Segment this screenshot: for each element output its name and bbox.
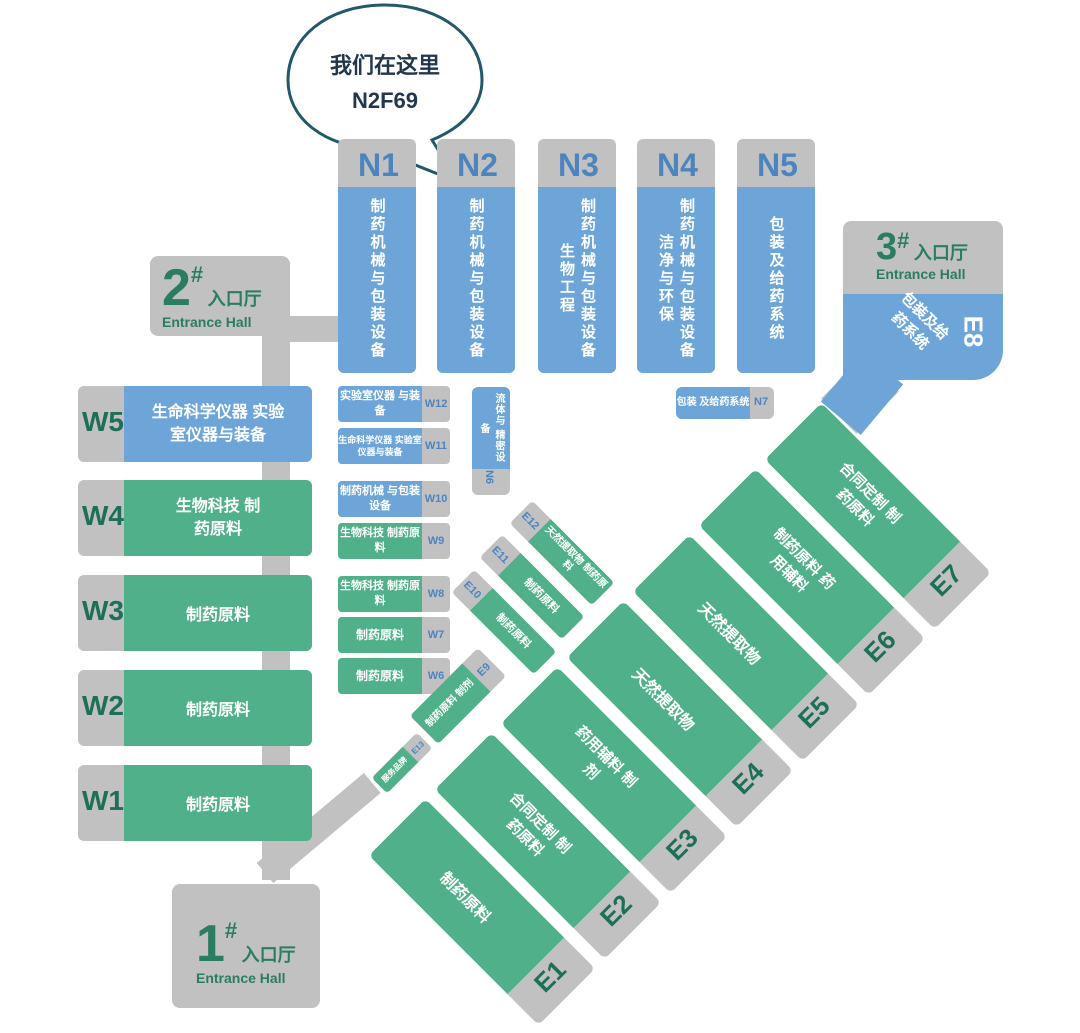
hall-w5[interactable]: W5 生命科学仪器 实验室仪器与装备 — [78, 386, 312, 462]
hall-n6-label: 流体与 精密设备 — [478, 393, 504, 463]
hall-w5-label: 生命科学仪器 实验室仪器与装备 — [151, 403, 285, 444]
hall-w7-tag: W7 — [427, 629, 445, 641]
hall-n1-label: 制药机械与包装设备 — [368, 198, 386, 360]
hall-w12[interactable]: 实验室仪器 与装备 W12 — [338, 386, 450, 422]
hall-w1-tag: W1 — [82, 785, 124, 816]
hall-w3[interactable]: W3 制药原料 — [78, 575, 312, 651]
hall-n1-tag: N1 — [358, 147, 399, 183]
hall-w9[interactable]: 生物科技 制药原料 W9 — [338, 523, 450, 559]
hall-n6[interactable]: 流体与 精密设备 N6 — [472, 387, 510, 495]
hall-w1-label: 制药原料 — [185, 797, 250, 814]
hall-w7[interactable]: 制药原料 W7 — [338, 617, 450, 653]
bubble-line-1: 我们在这里 — [329, 53, 440, 78]
hall-n3-label: 制药机械与包装设备 生物工程 — [558, 198, 596, 360]
hall-n4-tag: N4 — [657, 147, 698, 183]
bubble-line-2: N2F69 — [351, 88, 419, 113]
hall-n4[interactable]: N4 制药机械与包装设备 洁净与环保 — [637, 139, 715, 373]
hall-n7-label: 包装 及给药系统 — [676, 397, 750, 408]
hall-w3-tag: W3 — [82, 595, 124, 626]
hall-n7-tag: N7 — [754, 396, 769, 408]
hall-n5-tag: N5 — [757, 147, 798, 183]
entrance-hall-2: 2# 入口厅 Entrance Hall — [162, 259, 262, 330]
hall-n2[interactable]: N2 制药机械与包装设备 — [437, 139, 515, 373]
hall-w2[interactable]: W2 制药原料 — [78, 670, 312, 746]
hall-w8-tag: W8 — [427, 588, 445, 600]
hall-n2-label: 制药机械与包装设备 — [467, 198, 485, 360]
hall-e13[interactable]: 服务品牌 E13 — [371, 732, 433, 794]
hall-w8-label: 生物科技 制药原料 — [338, 576, 422, 612]
hall-w1[interactable]: W1 制药原料 — [78, 765, 312, 841]
hall-n5[interactable]: N5 包装及给药系统 — [737, 139, 815, 373]
hall-w3-label: 制药原料 — [185, 607, 250, 624]
hall-n3[interactable]: N3 制药机械与包装设备 生物工程 — [538, 139, 616, 373]
hall-w6-label: 制药原料 — [338, 658, 422, 694]
hall-w12-tag: W12 — [424, 398, 448, 410]
hall-w4[interactable]: W4 生物科技 制药原料 — [78, 480, 312, 556]
hall-n6-tag: N6 — [483, 469, 496, 485]
hall-w10-tag: W10 — [424, 493, 448, 505]
hall-w11[interactable]: 生命科学仪器 实验室仪器与装备 W11 — [338, 428, 450, 464]
hall-w11-tag: W11 — [424, 440, 447, 452]
hall-n5-label: 包装及给药系统 — [767, 216, 785, 342]
hall-w5-tag: W5 — [82, 406, 124, 437]
hall-w6[interactable]: 制药原料 W6 — [338, 658, 450, 694]
entrance-hall-2-block — [150, 256, 290, 336]
entrance-hall-1-block — [172, 884, 320, 1008]
hall-n4-label: 制药机械与包装设备 洁净与环保 — [657, 198, 695, 360]
hall-w11-label: 生命科学仪器 实验室仪器与装备 — [338, 428, 422, 464]
hall-w12-label: 实验室仪器 与装备 — [338, 386, 422, 422]
hall-w10-label: 制药机械 与包装设备 — [338, 481, 422, 517]
entrance-hall-3: 3# 入口厅 Entrance Hall — [876, 226, 968, 282]
entrance-hall-1: 1# 入口厅 Entrance Hall — [196, 915, 296, 986]
hall-w10[interactable]: 制药机械 与包装设备 W10 — [338, 481, 450, 517]
hall-w6-tag: W6 — [427, 670, 445, 682]
hall-w2-tag: W2 — [82, 690, 124, 721]
hall-w9-label: 生物科技 制药原料 — [338, 523, 422, 559]
hall-w4-label: 生物科技 制药原料 — [175, 497, 261, 538]
hall-n1[interactable]: N1 制药机械与包装设备 — [338, 139, 416, 373]
hall-e8-label: 包装及给药系统 — [887, 289, 952, 354]
bubble-text: 我们在这里 N2F69 — [302, 48, 468, 114]
hall-w9-tag: W9 — [427, 535, 445, 547]
hall-w2-label: 制药原料 — [185, 702, 250, 719]
hall-w4-tag: W4 — [82, 500, 124, 531]
hall-n3-tag: N3 — [558, 147, 599, 183]
hall-n2-tag: N2 — [457, 147, 498, 183]
hall-e8-tag: E8 — [958, 315, 989, 348]
entrance-hall-3-block — [843, 221, 1003, 297]
hall-w7-label: 制药原料 — [338, 617, 422, 653]
hall-n7[interactable]: 包装 及给药系统 N7 — [676, 387, 774, 419]
hall-w8[interactable]: 生物科技 制药原料 W8 — [338, 576, 450, 612]
